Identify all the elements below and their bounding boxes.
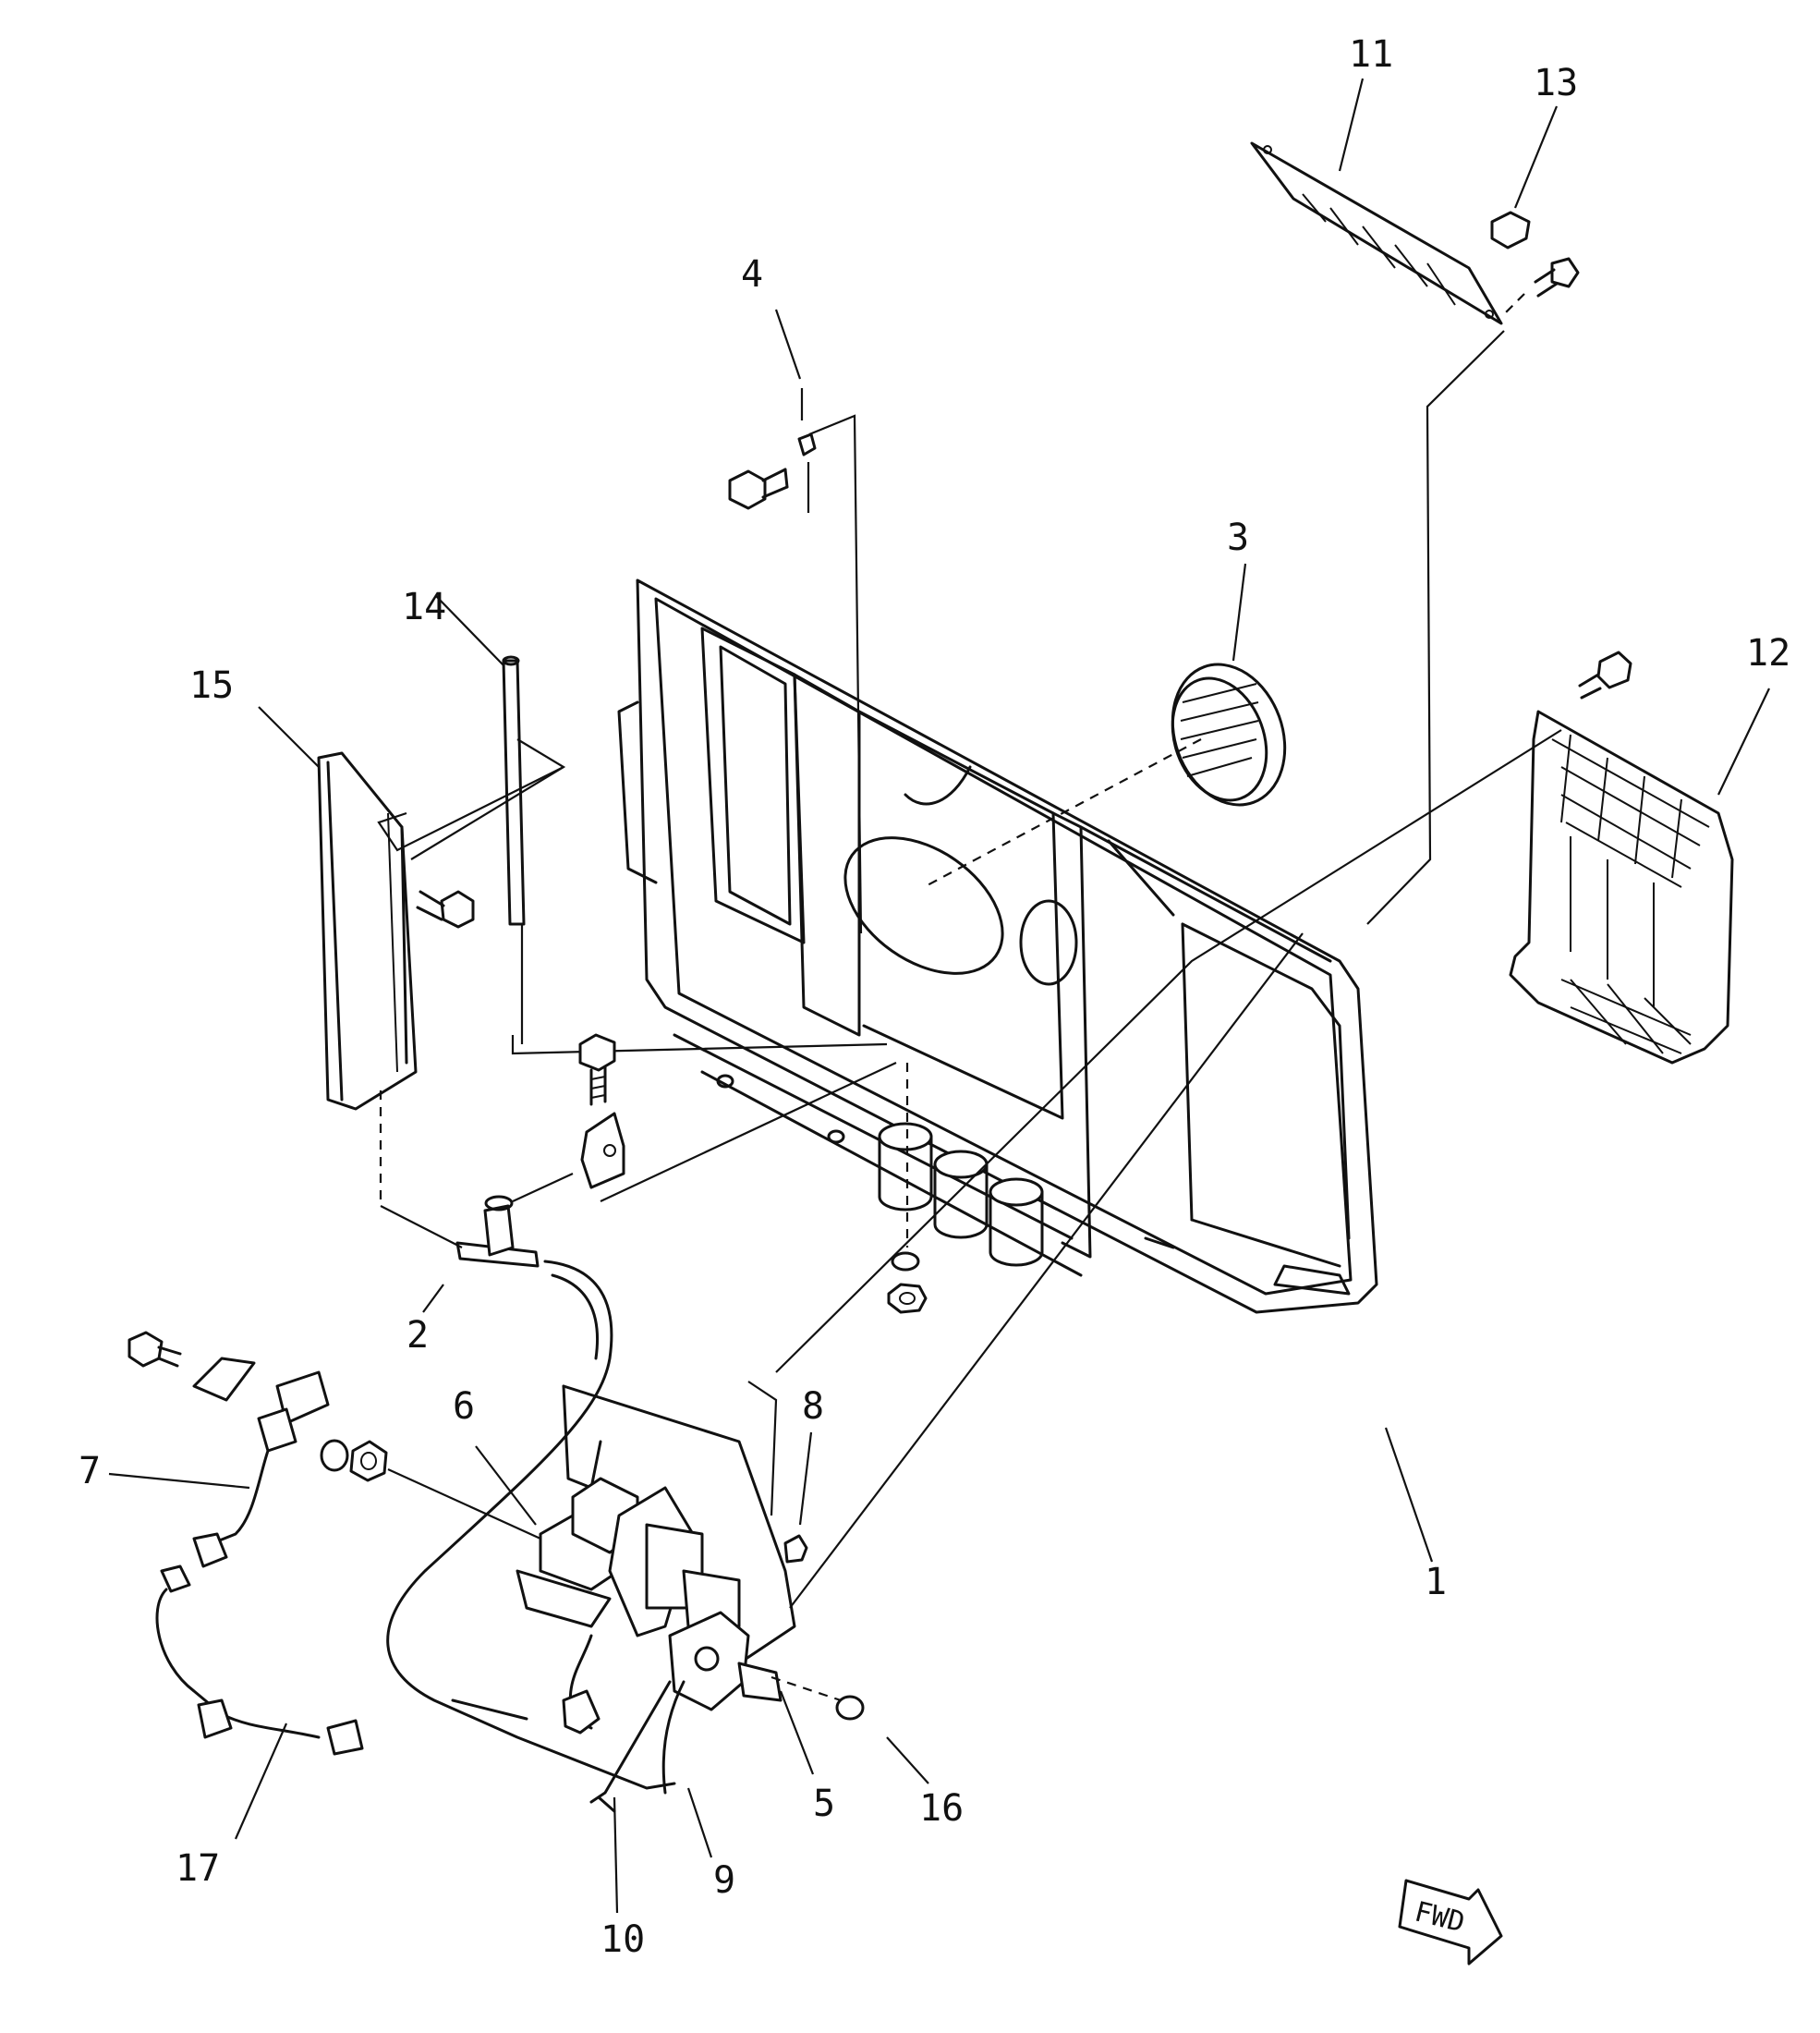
bracket — [580, 1062, 897, 1202]
callout-7: 7 — [79, 1450, 101, 1492]
washer-nut-6 — [320, 1439, 541, 1540]
callout-8: 8 — [802, 1385, 824, 1428]
callout-4: 4 — [741, 253, 763, 296]
callout-11: 11 — [1349, 33, 1393, 76]
callout-16: 16 — [919, 1787, 964, 1830]
callout-12: 12 — [1746, 632, 1790, 675]
nut-part-13 — [1366, 211, 1580, 925]
round-vent-part — [923, 663, 1287, 888]
bolt-part-4 — [511, 388, 888, 1055]
callout-5: 5 — [813, 1783, 835, 1825]
callout-9: 9 — [713, 1859, 735, 1902]
lever-assembly-part — [516, 932, 1304, 1813]
callout-15: 15 — [189, 664, 234, 707]
bolt-center — [578, 1033, 616, 1106]
callout-labels: 1 2 3 4 5 6 7 8 9 10 11 12 13 14 15 16 1… — [79, 33, 1790, 1961]
washer-and-nut — [887, 1063, 928, 1314]
mesh-cover-part — [775, 651, 1734, 1373]
rod-part-14 — [410, 655, 566, 1044]
callout-1: 1 — [1425, 1561, 1447, 1603]
hose-fitting-part — [380, 1173, 676, 1790]
frame-bosses — [878, 1122, 1044, 1267]
callout-leaders — [108, 78, 1770, 1914]
fwd-direction-badge: FWD — [1398, 1879, 1503, 1966]
callout-13: 13 — [1534, 62, 1578, 104]
callout-2: 2 — [406, 1314, 429, 1357]
switch-harness-part — [127, 1331, 364, 1756]
callout-17: 17 — [176, 1847, 220, 1890]
callout-3: 3 — [1227, 517, 1249, 559]
callout-6: 6 — [453, 1385, 475, 1428]
louver-plate-part — [1250, 141, 1503, 325]
side-panel-part — [317, 751, 564, 1201]
callout-14: 14 — [402, 586, 446, 628]
callout-10: 10 — [601, 1918, 645, 1961]
